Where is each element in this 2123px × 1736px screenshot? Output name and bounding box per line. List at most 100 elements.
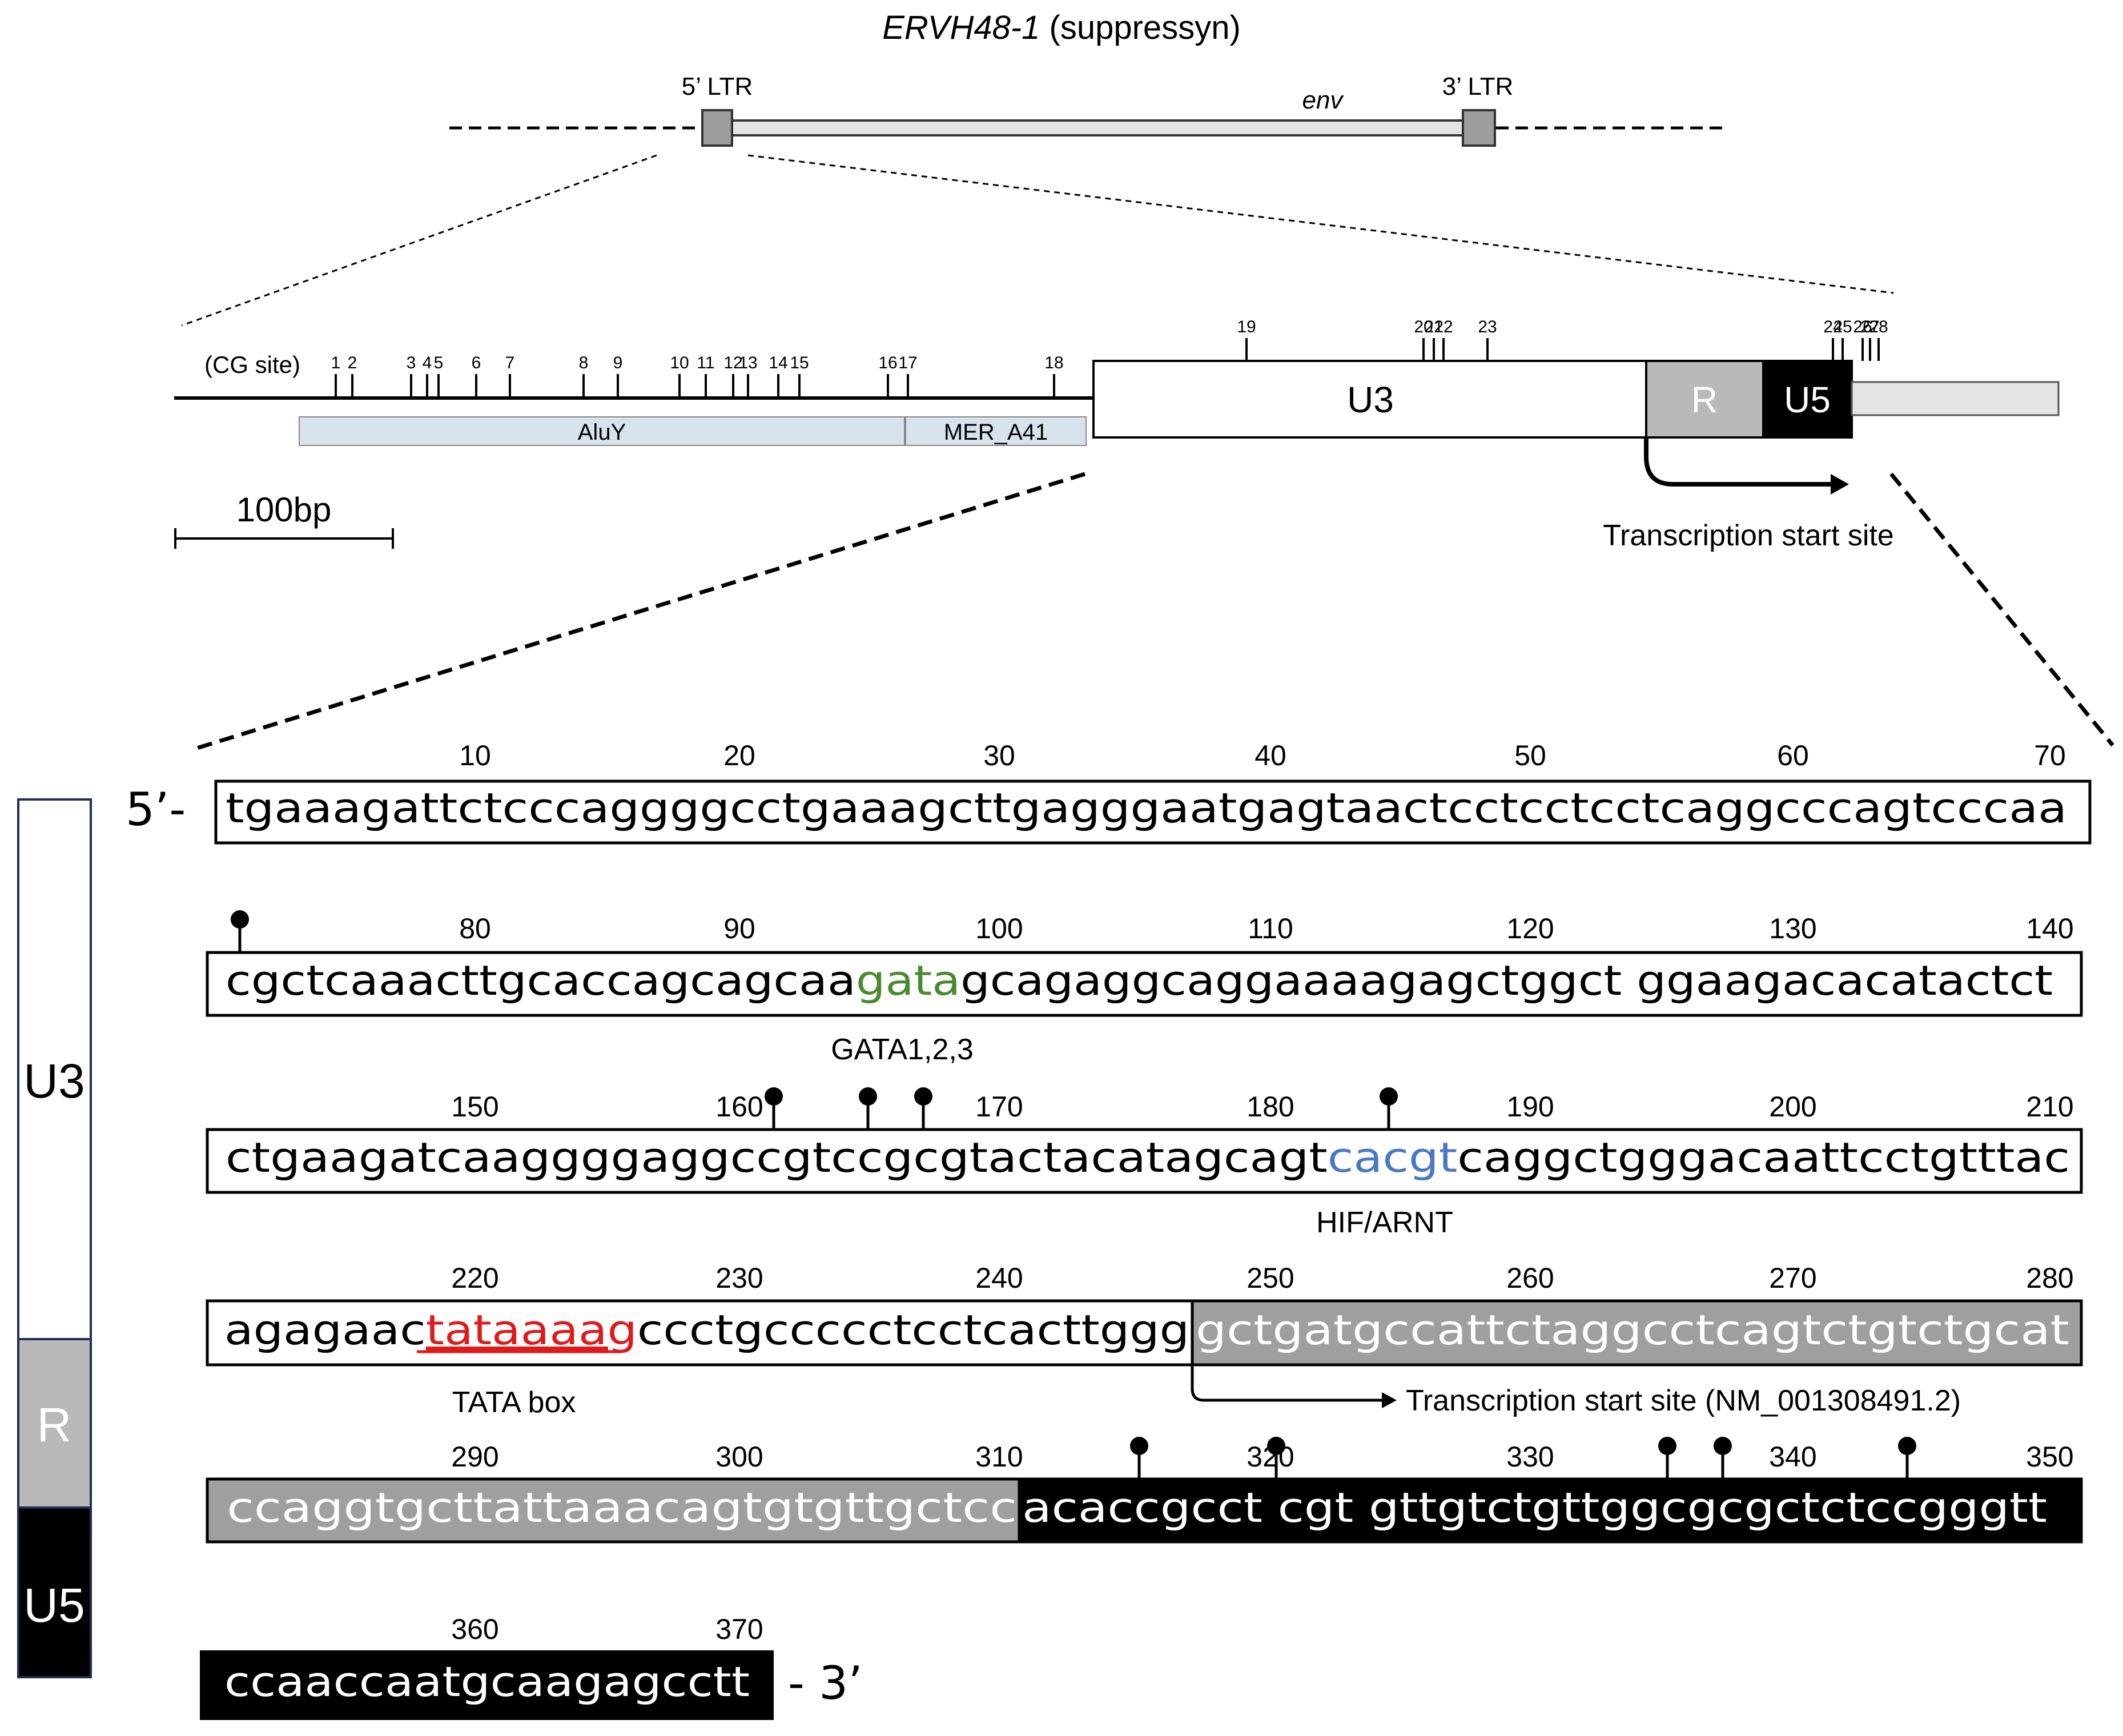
- cg-site-number-5: 5: [434, 353, 444, 372]
- mer-a41-label: MER_A41: [944, 420, 1048, 445]
- gata-label: GATA1,2,3: [831, 1033, 974, 1066]
- cg-site-number-27: 27: [1860, 318, 1879, 336]
- position-tick-270: 270: [1769, 1262, 1816, 1294]
- position-tick-360: 360: [451, 1613, 498, 1645]
- r-region-label: R: [1691, 379, 1718, 420]
- row3-sequence: ctgaagatcaaggggaggccgtccgcgtactacatagcag…: [226, 1134, 2070, 1182]
- cpg-lollipop-head: [914, 1087, 932, 1106]
- side-bar-u5-label: U5: [23, 1578, 85, 1632]
- cg-site-number-11: 11: [697, 353, 714, 372]
- cg-site-number-28: 28: [1869, 318, 1888, 336]
- cg-site-number-6: 6: [472, 353, 481, 372]
- cpg-lollipop-head: [765, 1087, 783, 1106]
- tata-label: TATA box: [452, 1386, 576, 1419]
- position-tick-180: 180: [1247, 1091, 1294, 1123]
- row2-seq-pre: cgctcaaacttgcaccagcagcaa: [226, 957, 856, 1004]
- row4-seq-pre: agagaac: [224, 1306, 426, 1354]
- row4-r-shade: [1191, 1299, 2083, 1367]
- cpg-lollipops: [231, 910, 1916, 1479]
- position-tick-60: 60: [1777, 740, 1809, 771]
- position-tick-300: 300: [715, 1441, 763, 1473]
- row4-seq-post: ccctgccccctcctcacttggg: [637, 1306, 1189, 1354]
- tss-arrowhead-map: [1831, 474, 1849, 495]
- position-tick-160: 160: [715, 1091, 763, 1123]
- u5-region-label: U5: [1784, 379, 1831, 420]
- cpg-lollipop-head: [1267, 1437, 1285, 1455]
- cg-site-number-15: 15: [790, 353, 809, 372]
- position-tick-150: 150: [451, 1091, 498, 1123]
- row3-seq-pre: ctgaagatcaaggggaggccgtccgcgtactacatagcag…: [226, 1134, 1328, 1182]
- cg-site-number-3: 3: [407, 353, 416, 372]
- seq-end-label: - 3’: [788, 1657, 863, 1710]
- position-tick-310: 310: [975, 1441, 1023, 1473]
- scale-bar-label: 100bp: [236, 491, 332, 529]
- row5-u5-shade: [1018, 1477, 2083, 1544]
- cg-site-number-9: 9: [613, 353, 623, 372]
- cpg-lollipop-head: [1898, 1437, 1916, 1455]
- cg-site-number-7: 7: [505, 353, 515, 372]
- cg-site-number-25: 25: [1833, 318, 1852, 336]
- cg-site-number-20: 20: [1414, 318, 1433, 336]
- mer-a41-box: [905, 416, 1087, 446]
- ltr3-box: [1462, 109, 1496, 147]
- position-tick-50: 50: [1514, 740, 1546, 771]
- figure-title: ERVH48-1 (suppressyn): [882, 9, 1241, 46]
- tata-motif: tataaaag: [426, 1306, 637, 1354]
- gene-alias: (suppressyn): [1040, 9, 1240, 46]
- cg-site-number-14: 14: [769, 353, 787, 372]
- position-tick-340: 340: [1769, 1441, 1816, 1473]
- cg-site-number-17: 17: [898, 353, 917, 372]
- side-bar-r: [17, 1338, 92, 1509]
- zoom-line-left-1: [181, 154, 657, 327]
- hif-motif: cacgt: [1328, 1134, 1458, 1182]
- cg-site-number-23: 23: [1478, 318, 1497, 336]
- cpg-lollipop-head: [1714, 1437, 1732, 1455]
- row6-u5-shade: [200, 1650, 774, 1720]
- ltr3-label: 3’ LTR: [1442, 73, 1514, 101]
- position-tick-140: 140: [2026, 913, 2073, 945]
- tss-arrow-seq: [1191, 1365, 1389, 1402]
- position-tick-280: 280: [2026, 1262, 2073, 1294]
- cpg-lollipop-head: [1658, 1437, 1676, 1455]
- position-tick-30: 30: [983, 740, 1015, 771]
- side-bar-u3-label: U3: [23, 1054, 85, 1108]
- cg-site-number-16: 16: [878, 353, 897, 372]
- row3-box: [206, 1128, 2083, 1194]
- ltr5-box: [701, 109, 733, 147]
- position-tick-20: 20: [723, 740, 755, 771]
- position-tick-290: 290: [451, 1441, 498, 1473]
- cg-site-number-10: 10: [670, 353, 689, 372]
- cg-site-number-24: 24: [1823, 318, 1842, 336]
- row5-sequence-u5: acaccgcct cgt gttgtctgttggcgcgctctccgggt…: [1022, 1484, 2047, 1532]
- tss-label-seq: Transcription start site (NM_001308491.2…: [1406, 1384, 1961, 1417]
- row2-box: [206, 951, 2083, 1017]
- position-tick-230: 230: [715, 1262, 763, 1294]
- u3-region: [1092, 360, 1647, 439]
- position-tick-70: 70: [2034, 740, 2066, 771]
- region-side-bar: U3 R U5: [17, 798, 92, 1678]
- position-tick-170: 170: [975, 1091, 1023, 1123]
- hif-label: HIF/ARNT: [1316, 1206, 1453, 1239]
- position-tick-330: 330: [1506, 1441, 1554, 1473]
- row3-seq-post: caggctgggacaattcctgtttac: [1457, 1134, 2070, 1182]
- position-tick-210: 210: [2026, 1091, 2073, 1123]
- cpg-lollipop-head: [1130, 1437, 1148, 1455]
- u3-region-label: U3: [1347, 379, 1394, 420]
- side-bar-u5: [17, 1506, 92, 1678]
- side-bar-u3: [17, 798, 92, 1340]
- env-body: [731, 119, 1464, 136]
- side-bar-r-label: R: [37, 1398, 72, 1452]
- row5-r-shade: [206, 1477, 1021, 1544]
- cg-site-number-13: 13: [738, 353, 757, 372]
- row4-sequence-r: gctgatgccattctaggcctcagtctgtctgcat: [1196, 1306, 2069, 1354]
- tss-label-map: Transcription start site: [1603, 519, 1894, 552]
- cg-site-number-4: 4: [423, 353, 432, 372]
